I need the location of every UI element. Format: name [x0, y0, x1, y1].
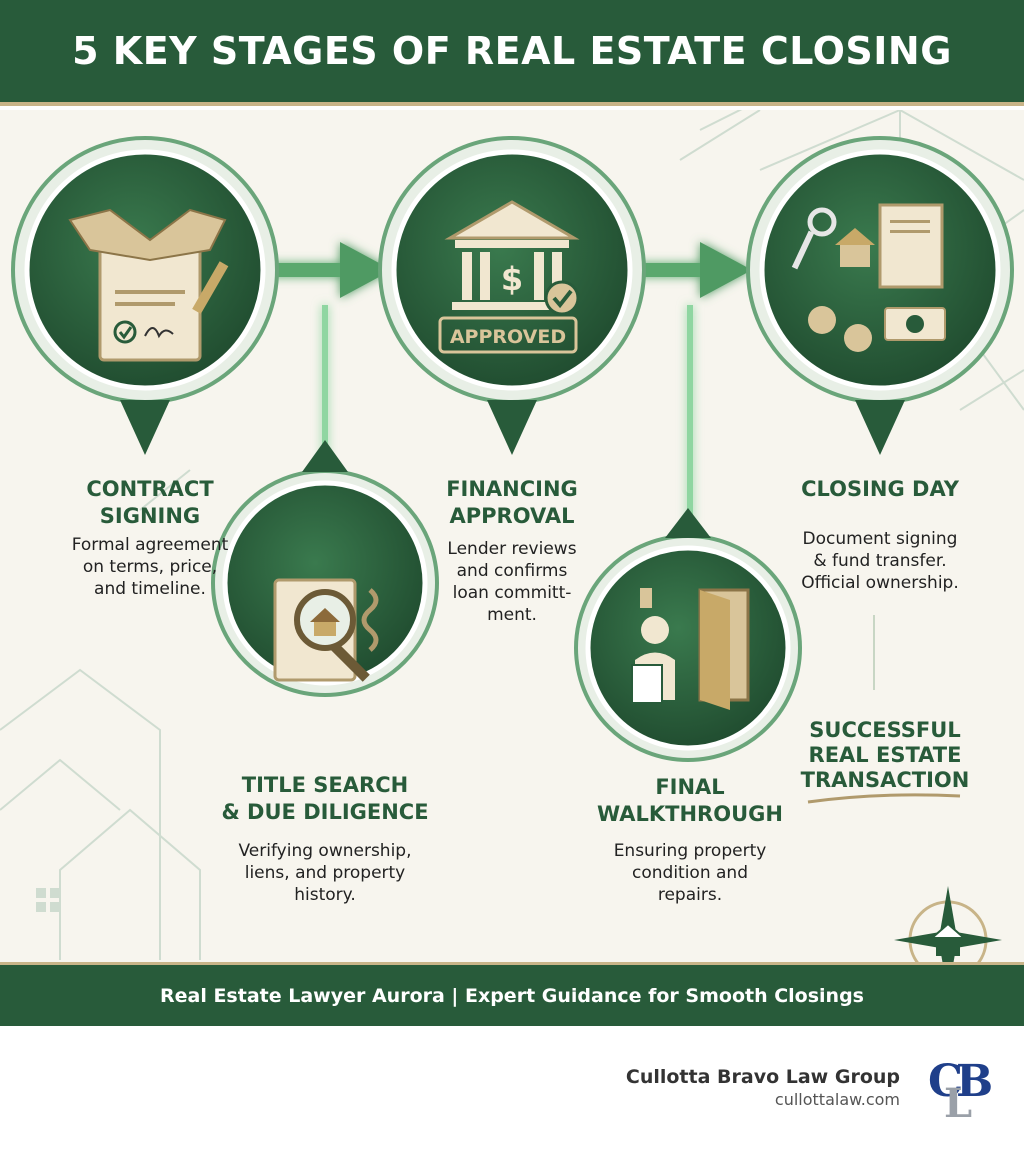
stage-2-title-line-1: TITLE SEARCH	[241, 773, 409, 797]
stage-2-medallion	[211, 440, 439, 697]
stage-4-description: Ensuring property condition and repairs.	[580, 840, 800, 906]
diagram-graphics: $ APPROVED	[0, 110, 1024, 962]
stage-4-title: FINAL WALKTHROUGH	[580, 774, 800, 828]
success-callout: SUCCESSFUL REAL ESTATE TRANSACTION	[780, 718, 990, 793]
stage-2-desc-line-2: liens, and property	[244, 863, 406, 883]
stage-1-desc-line-2: on terms, price,	[82, 557, 218, 577]
stage-2-desc-line-3: history.	[294, 885, 356, 905]
walkthrough-door-icon	[631, 588, 750, 710]
stage-3-desc-line-2: and confirms	[456, 561, 568, 581]
magnifier-deed-icon	[273, 578, 379, 682]
stage-5-title-line-1: CLOSING DAY	[801, 477, 959, 501]
footer-tagline: Real Estate Lawyer Aurora | Expert Guida…	[159, 984, 864, 1007]
stage-1-desc-line-3: and timeline.	[94, 579, 206, 599]
logo-letter-l: L	[944, 1080, 973, 1127]
approved-stamp-label: APPROVED	[450, 326, 566, 348]
stage-5-desc-line-1: Document signing	[802, 529, 958, 549]
page-title: 5 KEY STAGES OF REAL ESTATE CLOSING	[72, 29, 952, 73]
stage-5-title: CLOSING DAY	[770, 476, 990, 503]
success-line-2: REAL ESTATE	[808, 743, 962, 767]
cbl-logo: C L B	[926, 1054, 996, 1127]
stage-5-desc-line-2: & fund transfer.	[813, 551, 947, 571]
stage-3-medallion: $ APPROVED	[378, 136, 646, 455]
stage-3-title-line-2: APPROVAL	[449, 504, 575, 528]
stage-2-desc-line-1: Verifying ownership,	[238, 841, 412, 861]
stage-1-desc-line-1: Formal agreement	[71, 535, 229, 555]
brand-block: Cullotta Bravo Law Group cullottalaw.com	[626, 1066, 900, 1109]
stage-4-desc-line-1: Ensuring property	[613, 841, 767, 861]
logo-letter-b: B	[956, 1056, 994, 1107]
stage-2-title: TITLE SEARCH & DUE DILIGENCE	[190, 772, 460, 826]
success-line-3: TRANSACTION	[800, 768, 970, 792]
stage-3-title: FINANCING APPROVAL	[402, 476, 622, 530]
stage-1-title-line-1: CONTRACT	[86, 477, 214, 501]
decorative-window-icon	[36, 888, 60, 912]
stage-4-medallion	[574, 508, 802, 762]
stage-5-desc-line-3: Official ownership.	[801, 573, 959, 593]
footer-band: Real Estate Lawyer Aurora | Expert Guida…	[0, 962, 1024, 1026]
stage-4-title-line-1: FINAL	[655, 775, 725, 799]
stage-2-description: Verifying ownership, liens, and property…	[200, 840, 450, 906]
stage-3-description: Lender reviews and confirms loan committ…	[412, 538, 612, 626]
bank-approved-icon	[438, 200, 580, 354]
stage-2-title-line-2: & DUE DILIGENCE	[221, 800, 429, 824]
stage-1-title-line-2: SIGNING	[99, 504, 201, 528]
stage-3-title-line-1: FINANCING	[446, 477, 578, 501]
stage-1-title: CONTRACT SIGNING	[35, 476, 265, 530]
stage-4-title-line-2: WALKTHROUGH	[597, 802, 783, 826]
compass-house-icon	[894, 886, 1002, 962]
success-line-1: SUCCESSFUL	[809, 718, 961, 742]
stage-3-desc-line-1: Lender reviews	[447, 539, 577, 559]
content-area: $ APPROVED	[0, 110, 1024, 962]
stage-1-medallion	[11, 136, 279, 455]
stage-3-desc-line-3: loan committ-	[452, 583, 572, 603]
stage-3-desc-line-4: ment.	[487, 605, 537, 625]
brand-url: cullottalaw.com	[774, 1090, 900, 1109]
stage-4-desc-line-2: condition and	[632, 863, 748, 883]
keys-documents-money-icon	[791, 203, 946, 352]
success-underline	[807, 793, 961, 804]
connector-arrows	[255, 242, 752, 525]
stage-5-description: Document signing & fund transfer. Offici…	[770, 528, 990, 594]
brand-name: Cullotta Bravo Law Group	[625, 1066, 900, 1088]
stage-4-desc-line-3: repairs.	[657, 885, 723, 905]
bank-dollar-sign: $	[501, 260, 523, 298]
stage-5-medallion	[746, 136, 1014, 455]
header-band: 5 KEY STAGES OF REAL ESTATE CLOSING	[0, 0, 1024, 106]
logo-letter-c: C	[928, 1056, 964, 1107]
handshake-contract-icon	[68, 208, 229, 362]
stage-1-description: Formal agreement on terms, price, and ti…	[40, 534, 260, 600]
